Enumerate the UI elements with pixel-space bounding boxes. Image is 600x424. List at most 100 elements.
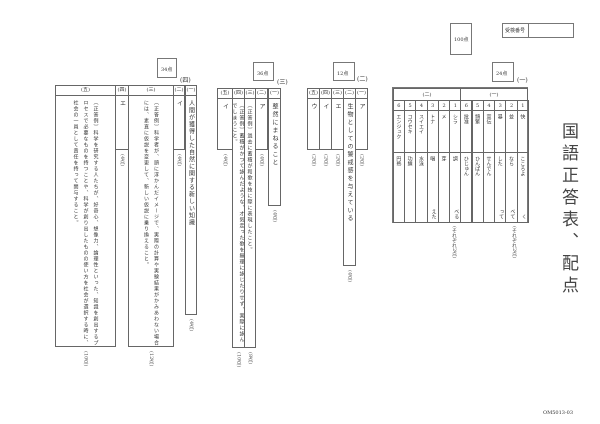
s2-question-number: (四) <box>320 89 331 99</box>
total-score-label: 100点 <box>454 37 469 43</box>
s3-answer-text: 整然にまねること <box>271 103 278 167</box>
s1-answer-cell: こころよく <box>516 152 529 223</box>
s3-answer-column: (四) 〔正答例〕蓄積がかつて詠んだような、才気走った歌を無理に詠じたりせず、実際… <box>232 88 245 348</box>
s1-question-cell: 批准 <box>460 110 473 153</box>
s1-answer-cell: ならべて <box>505 152 518 223</box>
s4-answer-column: (一)人間が獲得した自然に関する新しい知識 <box>185 85 197 315</box>
s1-answer-cell: 調べる <box>449 152 462 223</box>
s1-answer-cell: 功績 <box>404 152 417 223</box>
s1-answer-text: した <box>496 156 503 166</box>
s3-answer-column: (五)イ <box>217 88 233 150</box>
s1-answer-text: こころよ <box>519 156 526 176</box>
s1-answer-cell: 唱えた <box>426 152 439 223</box>
s1-question-text: トナ <box>429 114 436 124</box>
s2-question-number: (五) <box>308 89 319 99</box>
s2-answer-column: (三)エ <box>331 88 344 150</box>
exam-number-label: 受検番号 <box>505 24 530 38</box>
s1-question-cell: 頻繁 <box>471 110 484 153</box>
s4-question-number: (二) <box>174 86 184 96</box>
s1-answer-text: なら <box>508 156 515 166</box>
s3-points-note: (8点) <box>247 352 253 365</box>
s1-answer-text: せんでん <box>485 156 492 176</box>
s3-points-box: 36点 <box>253 62 274 81</box>
s3-question-number: (一) <box>269 89 280 99</box>
exam-number-box[interactable]: 受検番号 <box>502 23 574 38</box>
s2-answer-column: (二)生物としての警戒感を与えている <box>343 88 356 266</box>
s4-points-note: (12点) <box>148 351 154 367</box>
s3-points-note: (4点) <box>222 154 228 167</box>
s3-answer-text: ア <box>258 103 265 110</box>
s1-question-text: エンジュク <box>395 114 402 139</box>
s1-answer-cell: せんでん <box>482 152 496 223</box>
s4-points-note: (4点) <box>119 154 125 167</box>
s2-answer-column: (五) ウ <box>307 88 320 150</box>
s1-points: 24点 <box>496 71 508 77</box>
s4-question-number: (五) <box>56 86 115 96</box>
s2-points-note: (2点) <box>310 154 317 167</box>
s2-answer-column: (四)イ <box>319 88 332 150</box>
s3-question-number: (三) <box>245 89 255 99</box>
s1-question-cell: シラ <box>449 110 462 153</box>
s1-points-note: (それぞれ2点) <box>451 226 457 259</box>
s4-answer-text: エ <box>118 100 126 107</box>
s1-answer-text: ひんぱん <box>474 156 481 176</box>
s1-question-cell: 暴 <box>494 110 507 153</box>
s1-answer-okurigana: えた <box>430 209 437 219</box>
s1-question-cell: メ <box>437 110 451 153</box>
s3-answer-column: (三)〔正答例〕過去に蓄積が和歌を技に際に表現したこと。 <box>244 88 256 348</box>
s2-answer-text: ア <box>358 103 365 110</box>
s1-answer-cell: ひじゅん <box>460 152 473 223</box>
s4-answer-text: 〔正答例〕科学を研究する人たちが、好奇心、想像力、論理性といった、知識を創出する… <box>72 100 99 346</box>
s1-question-text: 並 <box>508 114 515 119</box>
s1-question-cell: 宣伝 <box>482 110 496 153</box>
s1-question-text: スイエイ <box>417 114 424 134</box>
s3-points: 36点 <box>257 71 269 77</box>
s4-question-number: (四) <box>116 86 128 96</box>
s4-points: 34点 <box>161 67 173 73</box>
s3-answer-column: (一) 整然にまねること <box>268 88 281 206</box>
s2-question-number: (二) <box>344 89 355 99</box>
s1-answer-okurigana: って <box>498 209 505 219</box>
s1-answer-text: 円熟 <box>395 156 402 166</box>
s1-points-box: 24点 <box>492 62 514 82</box>
s1-question-cell: スイエイ <box>415 110 428 153</box>
s2-points-note: (2点) <box>322 154 329 167</box>
s1-answer-cell: ひんぱん <box>471 152 484 223</box>
s2-answer-text: エ <box>334 103 341 110</box>
s1-answer-cell: したって <box>494 152 507 223</box>
s4-answer-column: (四) エ <box>115 85 129 150</box>
s1-answer-text: 調 <box>451 156 458 161</box>
s1-label: (一) <box>517 77 528 84</box>
s2-points-note: (4点) <box>346 270 353 283</box>
s4-answer-text: 〔正答例〕科学者が、頭に浮かんだイメージで、実際の計算や実験結果がかみあわない場… <box>143 100 159 346</box>
s1-question-cell: 並 <box>505 110 518 153</box>
s1-answer-text: 芽 <box>440 156 447 161</box>
s1-question-cell: 快 <box>516 110 529 153</box>
s1-question-text: 頻繁 <box>474 114 481 124</box>
s1-answer-okurigana: べる <box>453 209 460 219</box>
s2-question-number: (一) <box>356 89 367 99</box>
s2-points-note: (2点) <box>334 154 341 167</box>
s1-answer-cell: 芽 <box>437 152 451 223</box>
s1-question-text: コウセキ <box>406 114 413 134</box>
s1-answer-text: 水泳 <box>417 156 424 166</box>
s4-points-box: 34点 <box>157 58 177 78</box>
s1-answer-text: ひじゅん <box>462 156 469 176</box>
s1-question-cell: トナ <box>426 110 439 153</box>
s3-question-number: (二) <box>256 89 267 99</box>
s3-label: (三) <box>277 79 288 86</box>
s2-label: (二) <box>357 76 368 83</box>
s4-answer-column: (二)イ <box>173 85 185 150</box>
page-title: 国語正答表、配点 <box>558 122 578 298</box>
s2-answer-text: ウ <box>310 103 317 110</box>
s4-answer-text: 人間が獲得した自然に関する新しい知識 <box>187 100 195 226</box>
s1-question-text: メ <box>440 114 447 119</box>
s3-answer-text: 〔正答例〕蓄積がかつて詠んだような、才気走った歌を無理に詠じたりせず、実際に詠ん… <box>231 103 245 343</box>
s1-question-text: 快 <box>519 114 526 119</box>
s3-question-number: (四) <box>233 89 244 99</box>
s1-answer-okurigana: べて <box>509 209 516 219</box>
s2-points: 12点 <box>337 71 349 77</box>
s1-question-text: 批准 <box>462 114 469 124</box>
s4-points-note: (4点) <box>176 154 182 167</box>
s3-points-note: (4点) <box>271 210 278 223</box>
